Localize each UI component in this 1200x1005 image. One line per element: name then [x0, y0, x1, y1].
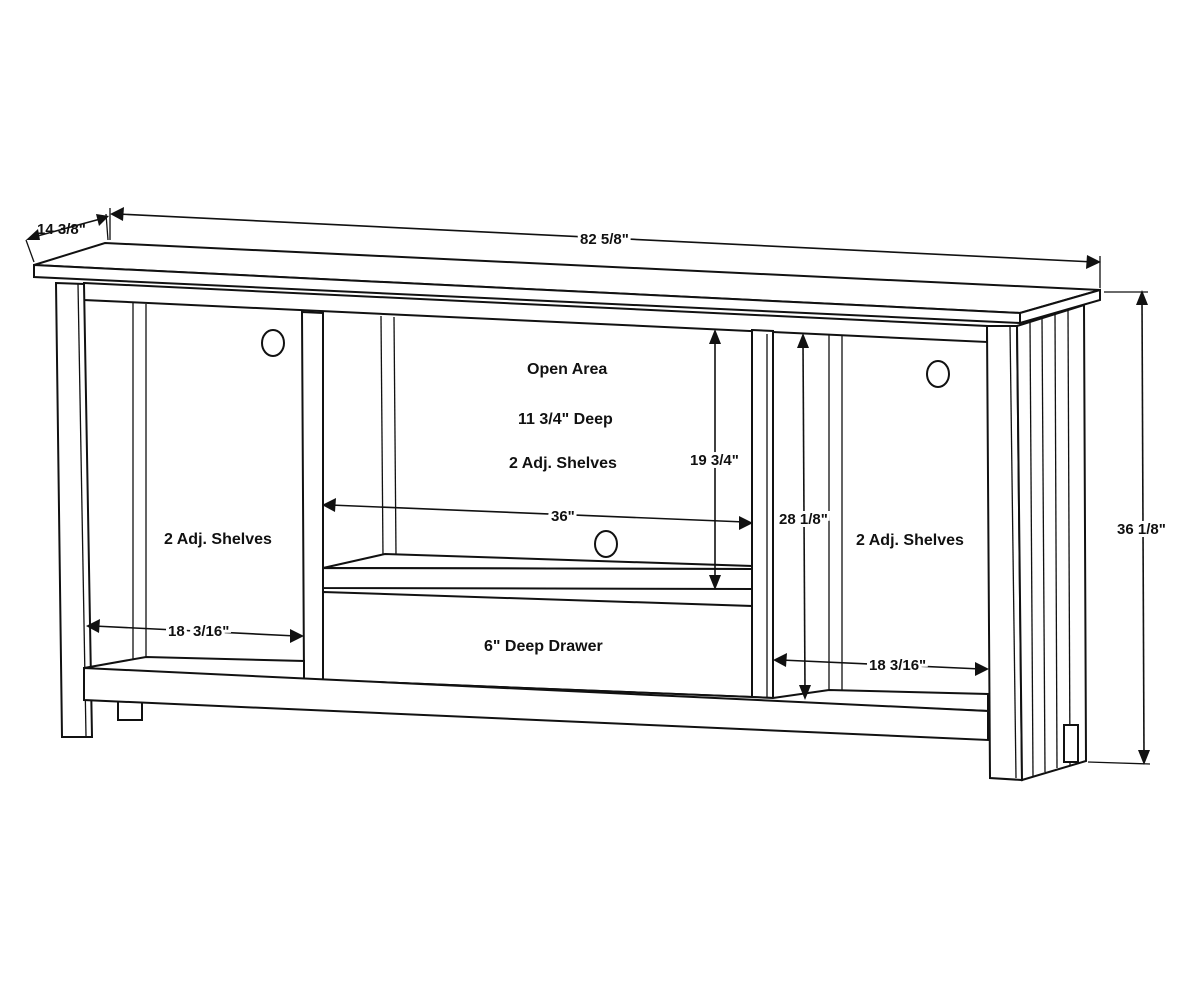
left-cable-hole: [261, 329, 285, 357]
right-divider: [751, 328, 774, 700]
right-side-panel: [1015, 303, 1088, 782]
center-width-label: 36": [551, 508, 575, 525]
drawer-label: 6" Deep Drawer: [484, 638, 603, 655]
right-height-label: 28 1/8": [779, 511, 828, 528]
right-cable-hole: [926, 360, 950, 388]
depth-label: 14 3/8": [37, 221, 86, 238]
left-width-label: 18 3/16": [168, 623, 229, 640]
left-width-dimension: [86, 619, 304, 643]
open-area-depth: 11 3/4" Deep: [518, 411, 613, 428]
center-width-dimension: [322, 498, 753, 530]
top-slab: [33, 241, 1101, 325]
left-shelves-label: 2 Adj. Shelves: [164, 531, 272, 548]
center-back-posts: [380, 315, 397, 558]
left-section: [83, 300, 147, 670]
right-height-dimension: [797, 333, 811, 700]
center-shelves-label: 2 Adj. Shelves: [509, 455, 617, 472]
left-front-leg: [54, 281, 94, 738]
base-rail: [83, 655, 989, 742]
right-shelves-label: 2 Adj. Shelves: [856, 532, 964, 549]
open-area-title: Open Area: [527, 361, 607, 378]
height-dimension: [1087, 290, 1151, 765]
cable-holes: [261, 329, 950, 558]
width-dimension: [109, 207, 1101, 288]
center-cable-hole: [594, 530, 618, 558]
center-height-label: 19 3/4": [690, 452, 739, 469]
center-shelf: [322, 552, 753, 591]
left-divider: [300, 310, 324, 682]
width-label: 82 5/8": [580, 231, 629, 248]
right-width-dimension: [773, 653, 989, 676]
right-section: [828, 334, 843, 694]
right-width-label: 18 3/16": [869, 657, 926, 674]
height-label: 36 1/8": [1117, 521, 1166, 538]
depth-dimension: [25, 213, 109, 263]
center-height-dimension: [709, 329, 721, 590]
